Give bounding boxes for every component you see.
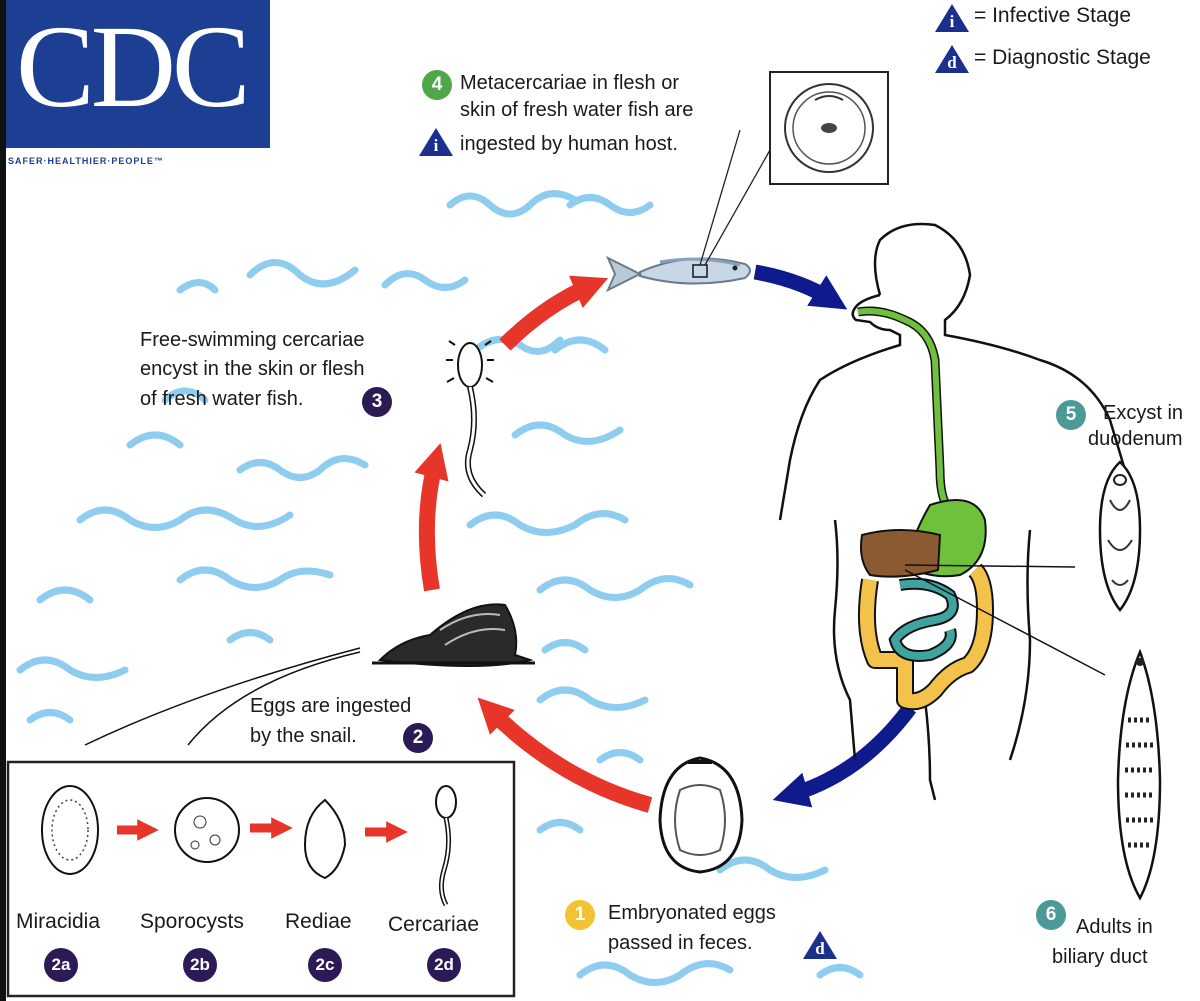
step-4-line-1: Metacercariae in flesh or: [460, 72, 679, 94]
diagnostic-stage-icon: d: [934, 44, 970, 74]
cercaria-illustration: [446, 340, 494, 498]
step-4-line-2: skin of fresh water fish are: [460, 99, 694, 121]
step-6-line-1: Adults in: [1076, 916, 1153, 938]
stage-2d-badge: 2d: [427, 948, 461, 982]
step-6-line-2: biliary duct: [1052, 946, 1148, 968]
step-3-line-1: Free-swimming cercariae: [140, 329, 365, 351]
step-1-diagnostic-marker: d: [802, 930, 838, 960]
step-4-infective-marker: i: [418, 127, 454, 157]
step-5-line-1: Excyst in: [1103, 402, 1184, 424]
step-5-line-2: duodenum: [1088, 428, 1183, 450]
fish-illustration: [605, 129, 771, 293]
stage-miracidia-label: Miracidia: [16, 910, 101, 933]
cycle-arrows: [414, 275, 653, 813]
host-arrows: [753, 264, 917, 808]
step-1-badge: 1: [565, 900, 595, 930]
legend-diagnostic-label: = Diagnostic Stage: [974, 46, 1151, 69]
step-4-line-3: ingested by human host.: [460, 133, 678, 155]
cdc-logo-text: CDC: [16, 1, 251, 132]
left-edge-bar: [0, 0, 6, 1001]
step-1-line-2: passed in feces.: [608, 932, 753, 954]
metacercaria-box: [769, 71, 889, 185]
infective-symbol: i: [949, 12, 955, 31]
step-2-badge: 2: [403, 723, 433, 753]
step-2-line-1: Eggs are ingested: [250, 695, 412, 717]
step-2-line-2: by the snail.: [250, 725, 357, 747]
water-waves: [16, 190, 864, 986]
human-silhouette: [778, 222, 1127, 801]
step-4-badge: 4: [422, 70, 452, 100]
step-3-badge: 3: [362, 387, 392, 417]
infective-stage-icon: i: [934, 3, 970, 33]
step-5-badge: 5: [1056, 400, 1086, 430]
step-1-line-1: Embryonated eggs: [608, 902, 776, 924]
diagnostic-symbol: d: [947, 53, 957, 72]
step-1-marker-symbol: d: [815, 939, 825, 958]
step-3-line-2: encyst in the skin or flesh: [140, 358, 365, 380]
stage-rediae-label: Rediae: [285, 910, 352, 933]
digestive-tract: [857, 306, 1106, 711]
legend-infective-label: = Infective Stage: [974, 4, 1132, 27]
cdc-tagline: SAFER·HEALTHIER·PEOPLE™: [8, 156, 164, 166]
stage-sporocysts-label: Sporocysts: [140, 910, 244, 933]
step-3-line-3: of fresh water fish.: [140, 388, 304, 410]
cdc-logo: CDC: [6, 0, 270, 148]
step-4-marker-symbol: i: [433, 136, 439, 155]
adult-fluke: [1116, 648, 1162, 901]
egg-illustration: [658, 756, 744, 874]
stage-2c-badge: 2c: [308, 948, 342, 982]
stage-2a-badge: 2a: [44, 948, 78, 982]
excysted-fluke: [1098, 460, 1142, 613]
stage-2b-badge: 2b: [183, 948, 217, 982]
snail-illustration: [84, 603, 535, 746]
step-6-badge: 6: [1036, 900, 1066, 930]
stage-cercariae-label: Cercariae: [388, 913, 480, 936]
